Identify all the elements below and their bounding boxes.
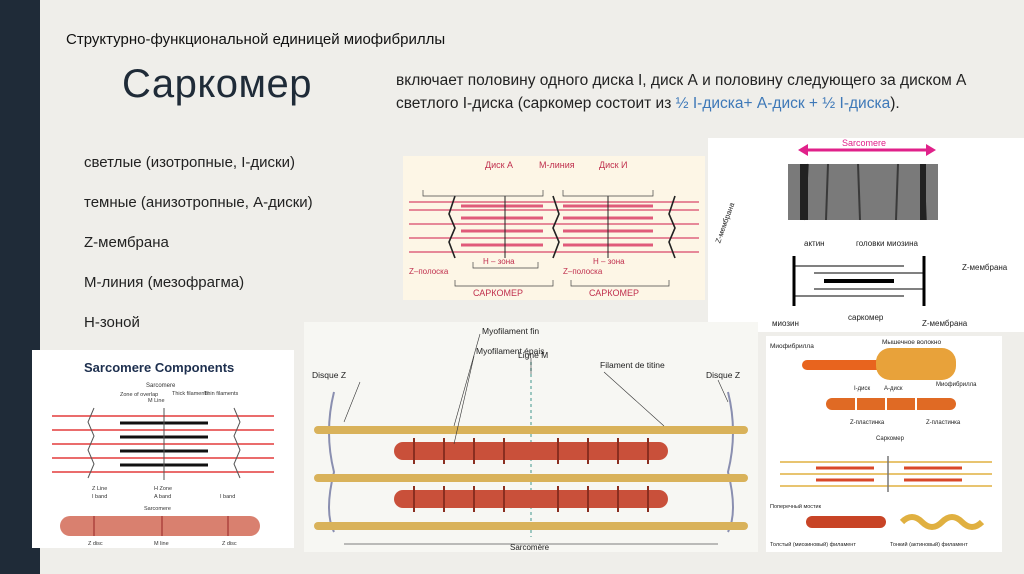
figure-sarcomere-components-svg: Sarcomere Components Sarcomere Zone of o… — [52, 360, 274, 547]
bullet-item: темные (анизотропные, А-диски) — [84, 194, 313, 211]
fig3-label-h-zone: H Zone — [154, 486, 172, 492]
fig5-label-a-disk: А-диск — [884, 386, 903, 392]
figure-sarcomere-components: Sarcomere Components Sarcomere Zone of o… — [32, 350, 294, 548]
fig3-label-thin: Thin filaments — [204, 391, 238, 397]
fig2-label-sarcomere: Sarcomere — [842, 138, 886, 148]
fig2-label-z-membrane-right: Z-мембрана — [962, 263, 1008, 272]
fig4-label-myofilament-epais: Myofilament épais — [476, 346, 545, 356]
fig4-label-filament-titine: Filament de titine — [600, 360, 665, 370]
bullet-item: Z-мембрана — [84, 234, 169, 251]
figure-sarcomere-fr-svg: Disque Z Myofilament fin Myofilament épa… — [312, 326, 748, 552]
fig3-title: Sarcomere Components — [84, 360, 234, 375]
fig3-label-i-band-right: I band — [220, 494, 235, 500]
fig1-label-h-zone: Н – зона — [483, 257, 515, 266]
fig3-label-sarcomere-bottom: Sarcomere — [144, 506, 171, 512]
bullet-item: М-линия (мезофрагма) — [84, 274, 245, 291]
fig5-label-sarcomere: Саркомер — [876, 436, 905, 442]
fig1-label-disk-a: Диск А — [485, 160, 513, 170]
fig1-label-sarcomere: САРКОМЕР — [473, 288, 523, 298]
fig3-label-i-band: I band — [92, 494, 107, 500]
figure-sarcomere-ru: Диск А М-линия Диск И Z–полоска Z–полоск… — [403, 156, 705, 300]
fig5-label-muscle-fiber: Мышечное волокно — [882, 339, 941, 346]
description-part1: включает половину одного диска I, диск А… — [396, 72, 967, 112]
fig4-label-sarcomere: Sarcomère — [510, 543, 550, 552]
figure-muscle-hierarchy-svg: Миофибрилла Мышечное волокно I-диск А-ди… — [770, 339, 992, 548]
fig2-label-myosin: миозин — [772, 319, 799, 328]
figure-micrograph: Sarcomere Z-мембрана актин головки миози… — [708, 138, 1024, 332]
fig2-label-actin: актин — [804, 239, 825, 248]
bullet-list: светлые (изотропные, I-диски) темные (ан… — [84, 154, 313, 354]
fig1-label-z-strip: Z–полоска — [409, 267, 449, 276]
fig4-label-myofilament-fin: Myofilament fin — [482, 326, 539, 336]
description-text: включает половину одного диска I, диск А… — [396, 69, 986, 115]
fig1-label-disk-i: Диск И — [599, 160, 628, 170]
fig3-label-m-line-bottom: M line — [154, 541, 169, 547]
fig4-label-ligne-m: Ligne M — [518, 350, 548, 360]
fig2-label-z-membrane: Z-мембрана — [713, 201, 736, 245]
fig5-label-cross-bridge: Поперечный мостик — [770, 503, 822, 510]
fig1-label-h-zone-2: Н – зона — [593, 257, 625, 266]
bullet-item: светлые (изотропные, I-диски) — [84, 154, 295, 171]
description-part2: ). — [890, 95, 900, 112]
fig3-label-z-line: Z Line — [92, 486, 107, 492]
figure-sarcomere-fr: Disque Z Myofilament fin Myofilament épa… — [304, 322, 758, 552]
fig3-label-a-band: A band — [154, 494, 171, 500]
fig5-label-thick-filament: Толстый (миозиновый) филамент — [770, 541, 856, 548]
slide-title: Саркомер — [122, 62, 313, 106]
fig5-label-myofibril: Миофибрилла — [770, 342, 814, 350]
fig3-label-thick: Thick filaments — [172, 391, 209, 397]
fig5-label-myofibril-2: Миофибрилла — [936, 382, 977, 388]
figure-muscle-hierarchy: Миофибрилла Мышечное волокно I-диск А-ди… — [766, 336, 1002, 552]
fig5-label-z-plate: Z-пластинка — [850, 420, 885, 426]
fig4-label-disque-z: Disque Z — [312, 370, 346, 380]
fig3-label-sarcomere: Sarcomere — [146, 383, 176, 389]
fig3-label-z-disc-right: Z disc — [222, 541, 237, 547]
fig1-label-m-line: М-линия — [539, 160, 575, 170]
slide-subtitle: Структурно-функциональной единицей миофи… — [66, 31, 446, 48]
fig2-label-z-membrane-bottom: Z-мембрана — [922, 319, 968, 328]
fig3-label-zone-overlap: Zone of overlap — [120, 392, 158, 398]
fig2-label-myosin-heads: головки миозина — [856, 239, 919, 248]
figure-sarcomere-ru-svg: Диск А М-линия Диск И Z–полоска Z–полоск… — [409, 160, 699, 298]
fig4-label-disque-z-right: Disque Z — [706, 370, 740, 380]
fig5-label-i-disk: I-диск — [854, 386, 871, 392]
fig3-label-m-line: M Line — [148, 398, 165, 404]
fig1-label-sarcomere-2: САРКОМЕР — [589, 288, 639, 298]
description-highlight: ½ I-диска+ А-диск + ½ I-диска — [675, 95, 891, 112]
fig2-label-sarcomere-ru: саркомер — [848, 313, 884, 322]
fig5-label-z-plate-2: Z-пластинка — [926, 420, 961, 426]
fig5-label-thin-filament: Тонкий (актиновый) филамент — [890, 541, 968, 548]
figure-micrograph-svg: Sarcomere Z-мембрана актин головки миози… — [713, 138, 1008, 328]
fig1-label-z-strip-2: Z–полоска — [563, 267, 603, 276]
fig3-label-z-disc: Z disc — [88, 541, 103, 547]
bullet-item: Н-зоной — [84, 314, 140, 331]
